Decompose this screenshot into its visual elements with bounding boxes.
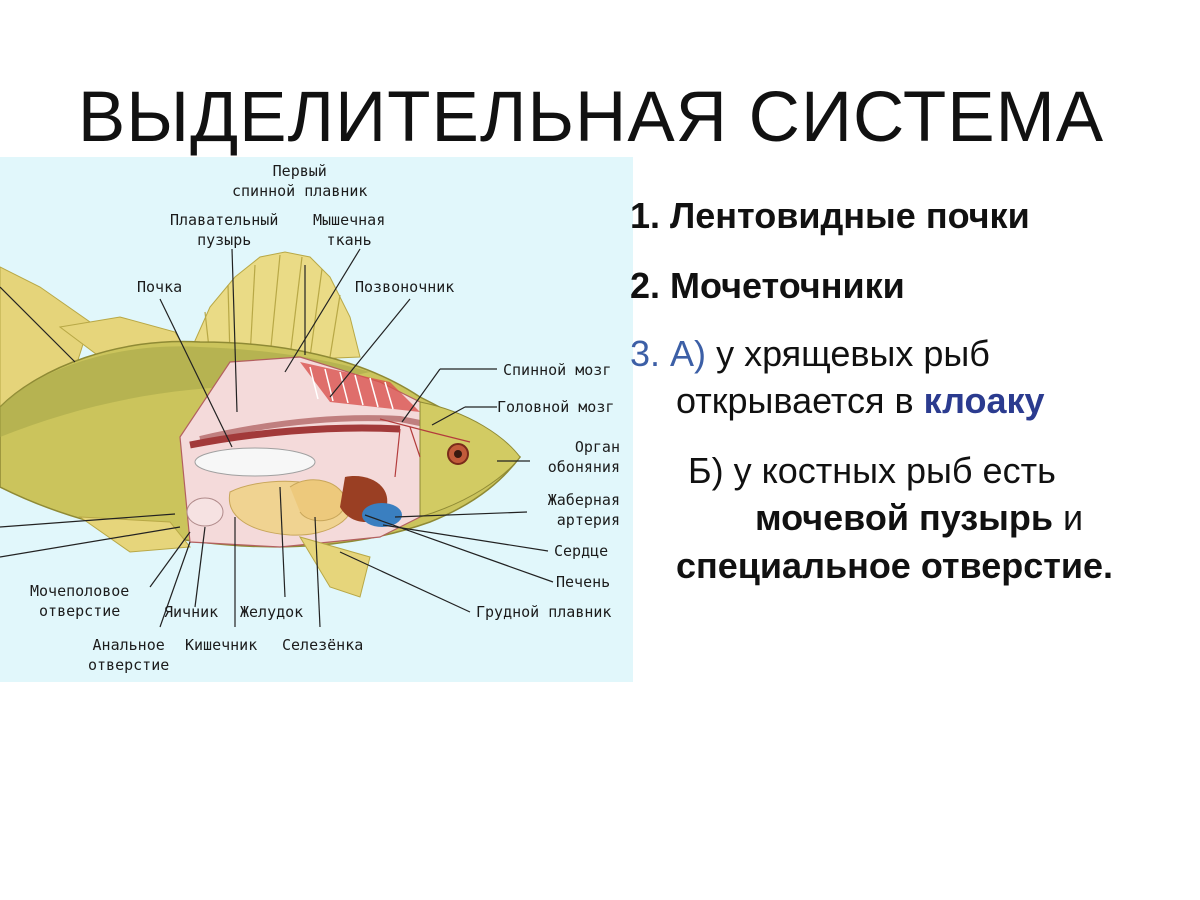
label-anal-opening: Анальное отверстие (88, 636, 170, 674)
label-first-dorsal-fin: Первый спинной плавник (232, 162, 368, 200)
fish-anatomy-diagram: Первый спинной плавник Плавательный пузы… (0, 157, 633, 682)
label-muscle-tissue: Мышечная ткань (313, 211, 386, 249)
label-ovary: Яичник (164, 603, 219, 621)
label-olfactory-organ: Орган обоняния (547, 438, 620, 476)
kidney (189, 424, 401, 449)
point-3b-and: и (1063, 497, 1084, 538)
page-title: ВЫДЕЛИТЕЛЬНАЯ СИСТЕМА (77, 78, 1105, 157)
label-kidney: Почка (137, 278, 183, 296)
ovary (186, 497, 224, 527)
label-spleen: Селезёнка (282, 636, 364, 654)
label-liver: Печень (556, 573, 611, 591)
label-brain: Головной мозг (497, 398, 615, 416)
label-spinal-cord: Спинной мозг (503, 361, 612, 379)
point-1: 1. Лентовидные почки (630, 195, 1030, 236)
label-heart: Сердце (554, 542, 609, 560)
point-3-number: 3. (630, 333, 661, 374)
nerves (379, 418, 471, 478)
swim-bladder (194, 447, 316, 477)
point-3b-line2: мочевой пузырь и (755, 497, 1083, 539)
point-3a: 3. А) у хрящевых рыб (630, 333, 990, 375)
label-spine: Позвоночник (355, 278, 455, 296)
label-swim-bladder: Плавательный пузырь (170, 211, 279, 249)
label-pectoral-fin: Грудной плавник (476, 603, 612, 621)
keyword-cloaca: клоаку (923, 380, 1045, 421)
fish-illustration (0, 248, 554, 628)
point-3a-line2: открывается в клоаку (676, 380, 1045, 422)
spine (199, 415, 441, 442)
label-urogenital-opening: Мочеполовое отверстие (30, 582, 130, 620)
label-stomach: Желудок (240, 603, 304, 621)
label-gill-artery: Жаберная артерия (547, 491, 620, 529)
head (419, 401, 521, 518)
pectoral-fin (298, 536, 371, 598)
keyword-bladder: мочевой пузырь (755, 497, 1054, 538)
label-intestine: Кишечник (185, 636, 258, 654)
point-3b-line1: Б) у костных рыб есть (688, 450, 1056, 491)
point-2: 2. Мочеточники (630, 265, 905, 306)
point-3a-line2-text: открывается в (676, 380, 914, 421)
point-3b-line3: специальное отверстие. (676, 545, 1114, 586)
point-3a-text: у хрящевых рыб (716, 333, 990, 374)
point-3a-letter: А) (670, 333, 707, 374)
heart (362, 503, 402, 527)
